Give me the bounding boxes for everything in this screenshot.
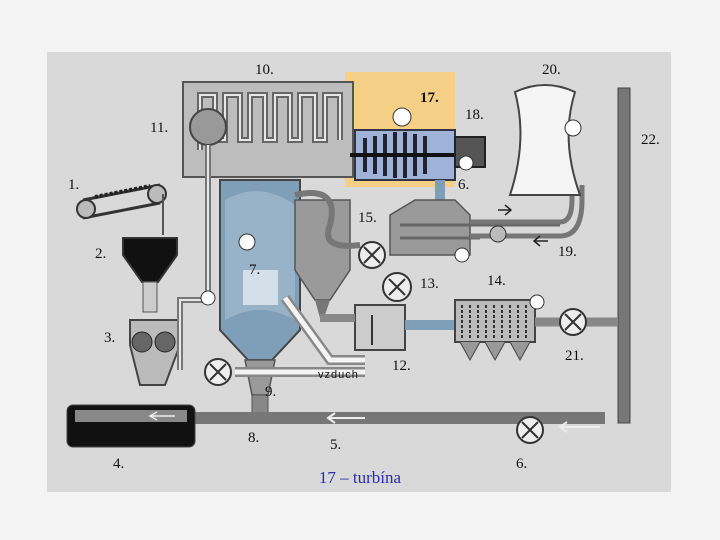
label-11: 11. — [150, 120, 168, 136]
label-20: 20. — [542, 62, 561, 78]
chimney — [617, 87, 631, 424]
coal-bunker — [122, 237, 178, 283]
cooling-water-loop — [470, 180, 575, 225]
air-label: vzduch — [318, 369, 359, 381]
ash-channel — [195, 412, 605, 424]
steam-drum — [189, 108, 227, 146]
precipitator — [454, 294, 545, 362]
label-2: 2. — [95, 246, 106, 262]
label-4: 4. — [113, 456, 124, 472]
label-22: 22. — [641, 132, 660, 148]
label-12: 12. — [392, 358, 411, 374]
label-14: 14. — [487, 273, 506, 289]
caption: 17 – turbína — [318, 468, 402, 487]
label-9: 9. — [265, 384, 276, 400]
label-6-lower: 6. — [516, 456, 527, 472]
label-6-upper: 6. — [458, 177, 469, 193]
label-5: 5. — [330, 437, 341, 453]
air-preheater — [354, 304, 406, 351]
label-3: 3. — [104, 330, 115, 346]
label-19: 19. — [558, 244, 577, 260]
label-8: 8. — [248, 430, 259, 446]
condenser — [389, 199, 471, 256]
label-15: 15. — [358, 210, 377, 226]
cooling-tower — [508, 84, 582, 196]
label-18: 18. — [465, 107, 484, 123]
coal-conveyor — [76, 183, 167, 220]
label-13: 13. — [420, 276, 439, 292]
turbine-valve — [392, 107, 412, 127]
label-1: 1. — [68, 177, 79, 193]
label-10: 10. — [255, 62, 274, 78]
label-7: 7. — [249, 262, 260, 278]
turbine — [350, 129, 470, 181]
economizer-hopper — [294, 199, 351, 301]
steam-pipe — [294, 190, 361, 249]
label-21: 21. — [565, 348, 584, 364]
label-17: 17. — [420, 90, 439, 106]
coal-mill — [129, 319, 181, 386]
